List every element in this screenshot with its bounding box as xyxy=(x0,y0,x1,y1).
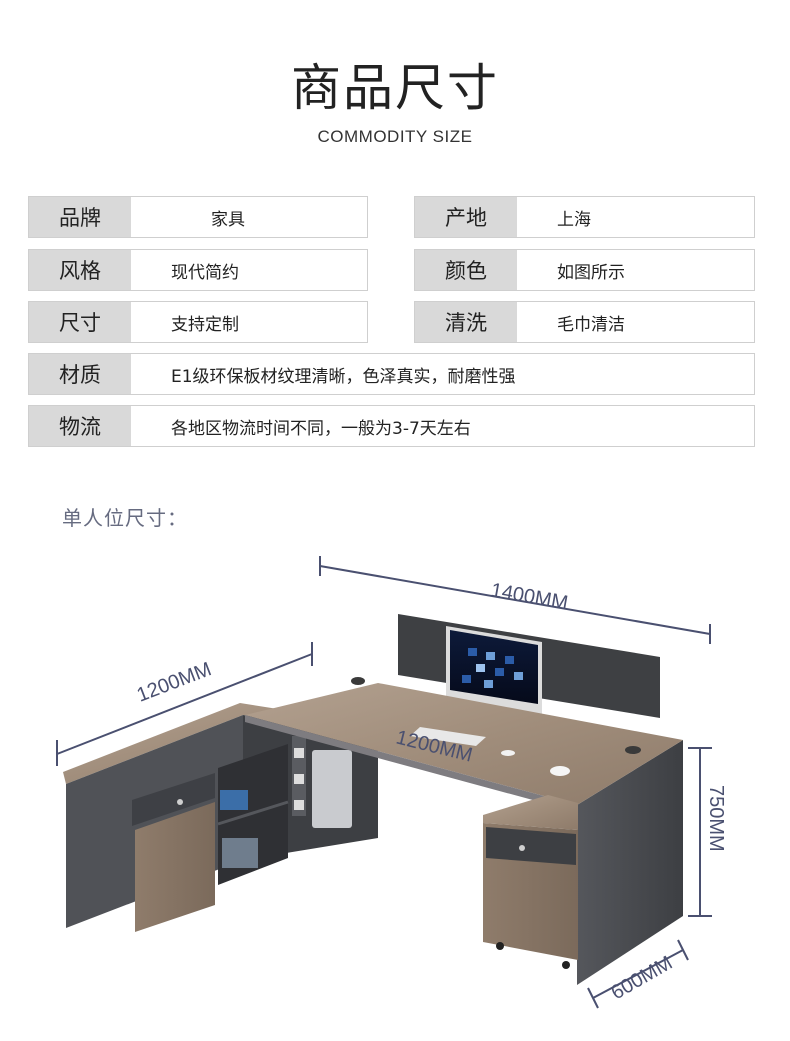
spec-row-logistics: 物流 各地区物流时间不同，一般为3-7天左右 xyxy=(28,405,755,447)
dimension-label-height: 750MM xyxy=(705,785,727,852)
spec-label: 物流 xyxy=(29,406,131,446)
section-label: 单人位尺寸： xyxy=(62,506,188,530)
spec-label: 产地 xyxy=(415,197,517,237)
spec-row-size: 尺寸 支持定制 xyxy=(28,301,368,343)
cable-grommet xyxy=(625,746,641,754)
mobile-pedestal xyxy=(483,795,578,969)
dimension-label-width: 1400MM xyxy=(489,579,569,614)
spec-label: 品牌 xyxy=(29,197,131,237)
spec-value: 支持定制 xyxy=(131,302,367,342)
spec-value: 家具 xyxy=(131,197,367,237)
dimension-label-depth-side: 600MM xyxy=(608,952,677,1004)
side-cabinet xyxy=(63,703,380,932)
dimension-height: 750MM xyxy=(688,747,727,917)
page-title: 商品尺寸 xyxy=(291,59,499,117)
desk-edge xyxy=(245,715,577,812)
spec-label: 颜色 xyxy=(415,250,517,290)
spec-value: 各地区物流时间不同，一般为3-7天左右 xyxy=(131,406,754,446)
spec-label: 材质 xyxy=(29,354,131,394)
spec-value: 毛巾清洁 xyxy=(517,302,754,342)
cup xyxy=(550,766,570,776)
spec-value: 现代简约 xyxy=(131,250,367,290)
spec-value: 如图所示 xyxy=(517,250,754,290)
dimension-width-top: 1400MM xyxy=(319,556,711,644)
desk-side-panel xyxy=(577,740,683,985)
spec-row-color: 颜色 如图所示 xyxy=(414,249,755,291)
spec-value: E1级环保板材纹理清晰，色泽真实，耐磨性强 xyxy=(131,354,754,394)
spec-value: 上海 xyxy=(517,197,754,237)
spec-label: 清洗 xyxy=(415,302,517,342)
spec-row-origin: 产地 上海 xyxy=(414,196,755,238)
spec-label: 风格 xyxy=(29,250,131,290)
spec-row-brand: 品牌 家具 xyxy=(28,196,368,238)
page-subtitle: COMMODITY SIZE xyxy=(317,127,473,146)
spec-row-style: 风格 现代简约 xyxy=(28,249,368,291)
dimension-label-return: 1200MM xyxy=(134,658,215,706)
spec-row-material: 材质 E1级环保板材纹理清晰，色泽真实，耐磨性强 xyxy=(28,353,755,395)
desk-illustration: 1400MM 1200MM xyxy=(56,556,727,1009)
spec-label: 尺寸 xyxy=(29,302,131,342)
spec-row-cleaning: 清洗 毛巾清洁 xyxy=(414,301,755,343)
cable-grommet xyxy=(351,677,365,685)
mouse xyxy=(501,750,515,756)
keyboard xyxy=(410,727,486,746)
